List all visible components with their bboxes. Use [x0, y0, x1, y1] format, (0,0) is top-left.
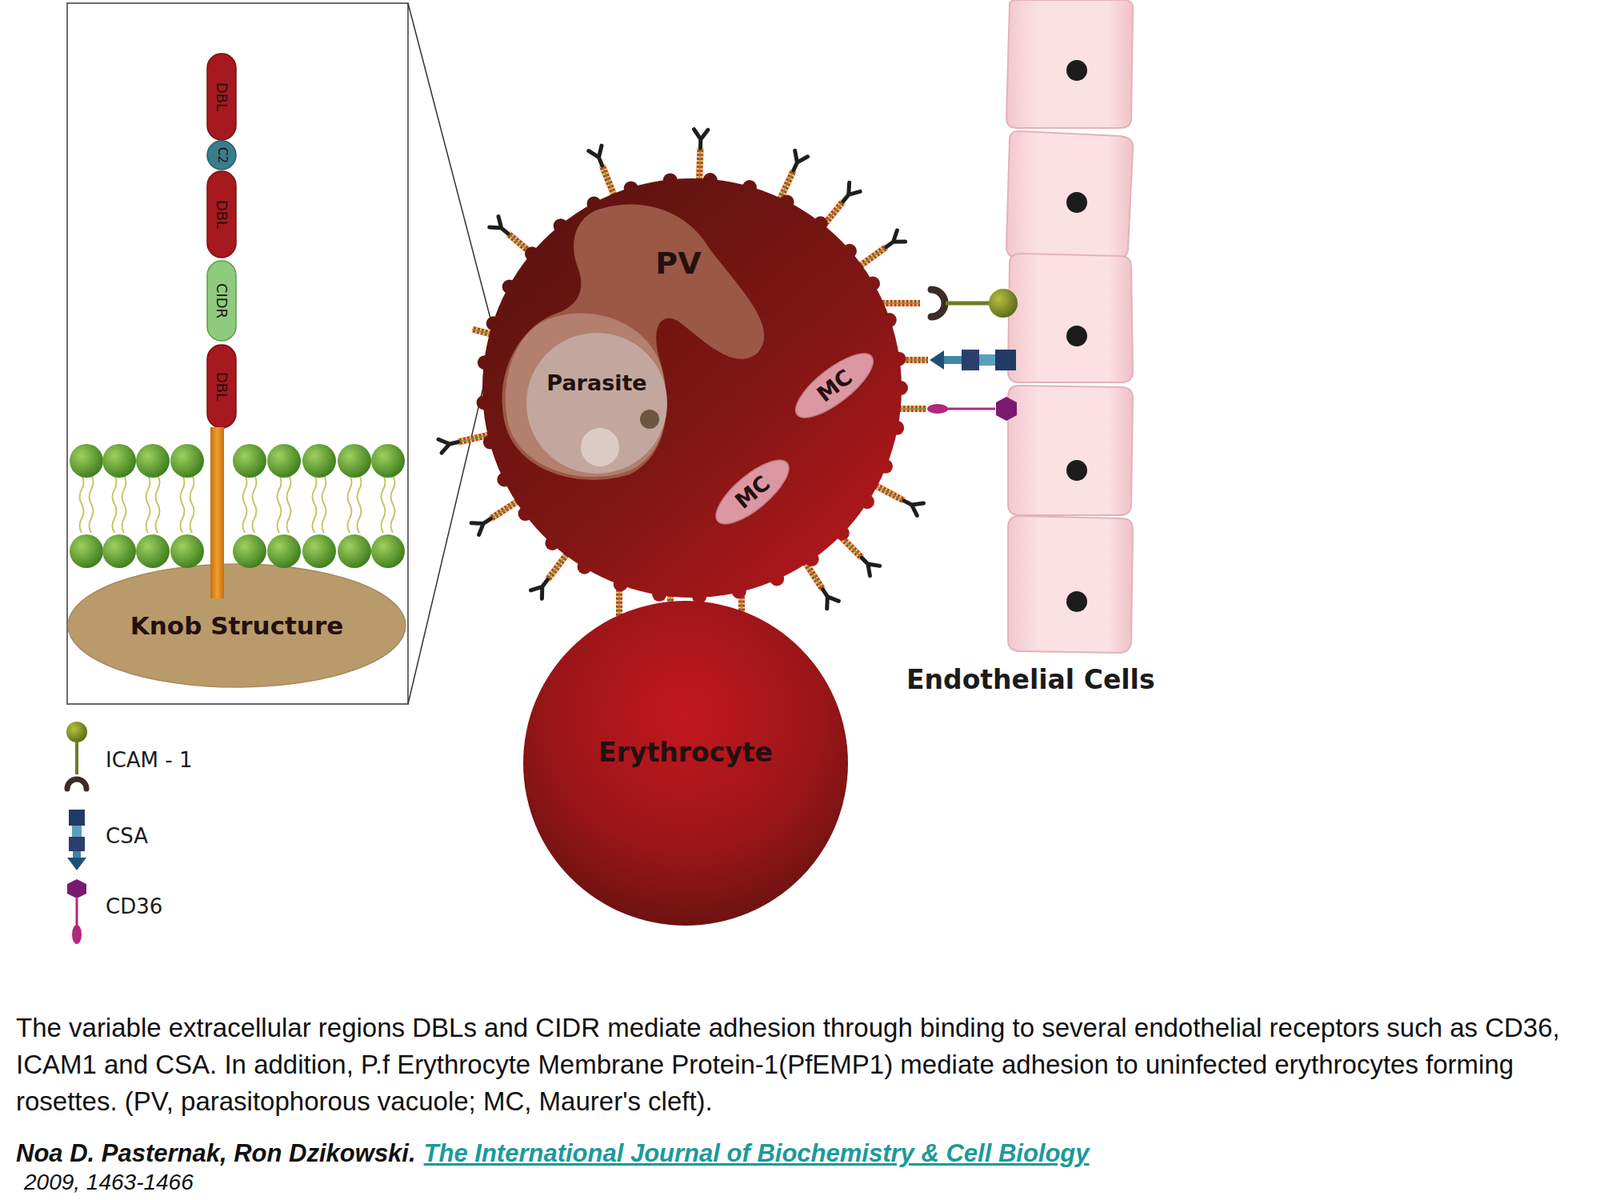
nucleus-dots — [1066, 60, 1088, 612]
knob-structure: Knob Structure — [67, 563, 407, 688]
legend-text: CSA — [105, 824, 148, 848]
csa-receptor — [929, 349, 1016, 371]
node-label: DBL — [214, 200, 229, 229]
parasite-body-outline — [525, 332, 668, 475]
dbl-domain: DBL — [206, 52, 237, 141]
icam1-receptor — [931, 288, 1018, 318]
section-label: Endothelial Cells — [906, 664, 1156, 696]
node-label: PV — [655, 248, 701, 279]
cd36-receptor — [927, 396, 1017, 421]
citation-journal: The International Journal of Biochemistr… — [424, 1139, 1090, 1168]
legend-text: CD36 — [105, 894, 163, 919]
zoom-line — [408, 336, 496, 704]
endothelial-layer — [1006, 0, 1133, 653]
zoom-line — [408, 3, 496, 337]
legend-csa-symbol — [67, 809, 87, 871]
parasitophorous-vacuole: PV Parasite — [500, 199, 786, 480]
dbl-domain: DBL — [206, 170, 237, 259]
node-label: Knob Structure — [130, 613, 344, 639]
node-label: Parasite — [546, 372, 647, 394]
legend-cd36-symbol — [67, 879, 87, 944]
caption-box: The variable extracellular regions DBLs … — [16, 1009, 1568, 1120]
node-label: Erythrocyte — [598, 739, 773, 766]
citation-line: 2009, 1463-1466 — [24, 1169, 194, 1196]
node-label: DBL — [214, 372, 229, 401]
parasite-body: Parasite — [525, 332, 668, 475]
pfemp1-spikes — [438, 129, 928, 621]
legend-icam1-symbol — [66, 721, 88, 789]
cidr-domain: CIDR — [206, 260, 237, 342]
node-label: CIDR — [214, 283, 229, 319]
citation-date: 2009, 1463-1466 — [24, 1169, 194, 1195]
citation-line: Noa D. Pasternak, Ron Dzikowski. The Inte… — [16, 1139, 1090, 1168]
c2-domain: C2 — [206, 140, 237, 171]
caption-text: The variable extracellular regions DBLs … — [16, 1012, 1560, 1116]
dbl-domain: DBL — [206, 344, 237, 429]
node-label: C2 — [216, 147, 228, 164]
citation-authors: Noa D. Pasternak, Ron Dzikowski. — [16, 1139, 416, 1168]
lipid-bilayer — [69, 444, 405, 568]
node-label: DBL — [214, 82, 229, 112]
uninfected-erythrocyte: Erythrocyte — [522, 600, 849, 927]
legend-text: ICAM - 1 — [105, 748, 193, 772]
infected-erythrocyte — [476, 172, 908, 604]
inset-frame — [67, 3, 408, 704]
